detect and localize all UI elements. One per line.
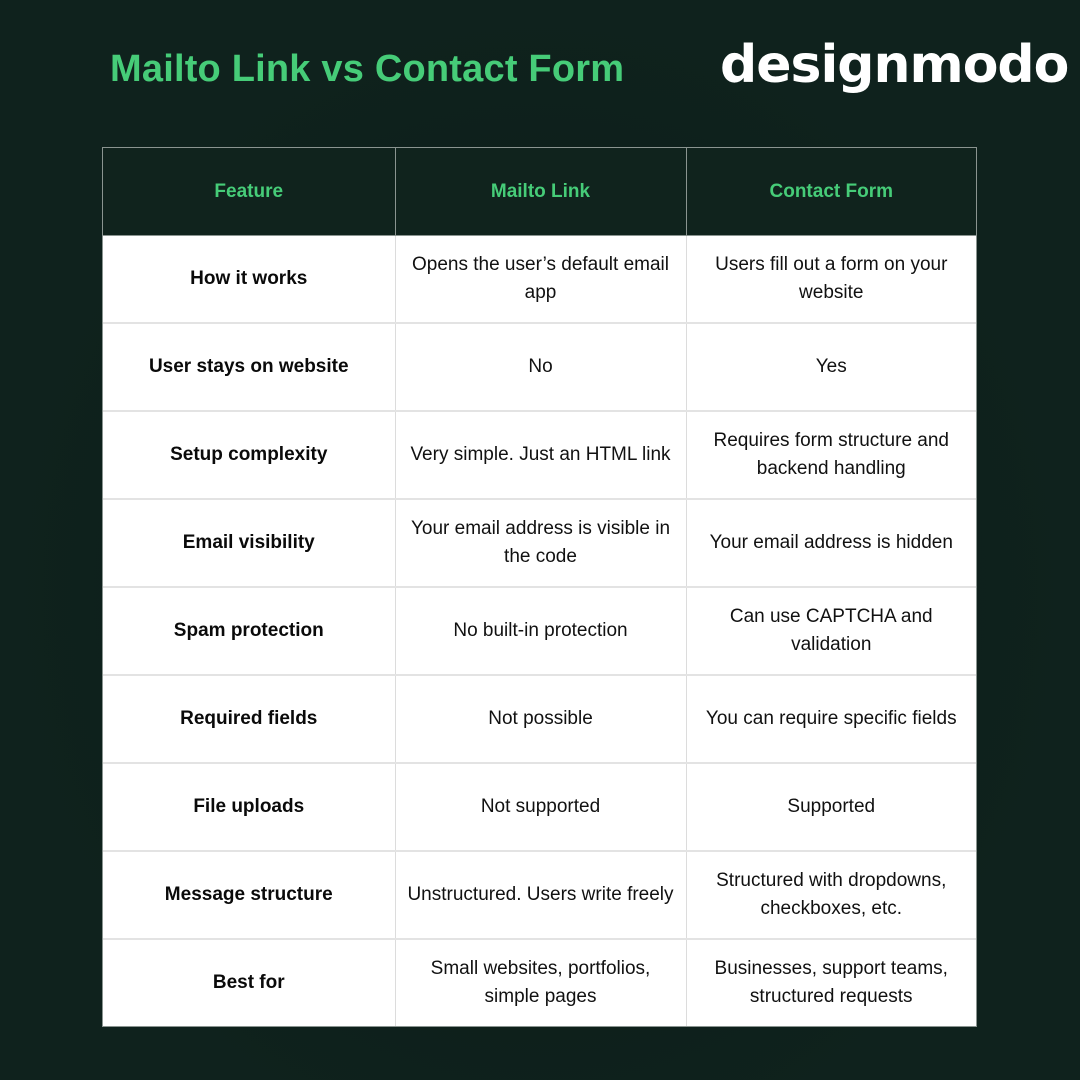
table-row: File uploads Not supported Supported (103, 763, 976, 852)
mailto-cell: Your email address is visible in the cod… (395, 499, 687, 588)
contact-form-cell: Supported (686, 763, 976, 852)
contact-form-cell: Can use CAPTCHA and validation (686, 587, 976, 676)
table-row: User stays on website No Yes (103, 323, 976, 412)
feature-cell: Best for (103, 939, 396, 1026)
comparison-table: Feature Mailto Link Contact Form How it … (102, 147, 977, 1027)
feature-cell: Message structure (103, 851, 396, 940)
table-row: Best for Small websites, portfolios, sim… (103, 939, 976, 1026)
table-row: Spam protection No built-in protection C… (103, 587, 976, 676)
column-header-feature: Feature (103, 148, 396, 236)
mailto-cell: Small websites, portfolios, simple pages (395, 939, 687, 1026)
mailto-cell: No built-in protection (395, 587, 687, 676)
mailto-cell: Opens the user’s default email app (395, 235, 687, 324)
feature-cell: User stays on website (103, 323, 396, 412)
table-header-row: Feature Mailto Link Contact Form (103, 148, 976, 236)
contact-form-cell: Yes (686, 323, 976, 412)
table-row: Message structure Unstructured. Users wr… (103, 851, 976, 940)
column-header-contact-form: Contact Form (686, 148, 976, 236)
table-row: Email visibility Your email address is v… (103, 499, 976, 588)
contact-form-cell: Your email address is hidden (686, 499, 976, 588)
designmodo-logo: designmodo (720, 35, 1069, 95)
table-row: Setup complexity Very simple. Just an HT… (103, 411, 976, 500)
feature-cell: Setup complexity (103, 411, 396, 500)
mailto-cell: Unstructured. Users write freely (395, 851, 687, 940)
contact-form-cell: Structured with dropdowns, checkboxes, e… (686, 851, 976, 940)
feature-cell: File uploads (103, 763, 396, 852)
table-row: Required fields Not possible You can req… (103, 675, 976, 764)
contact-form-cell: You can require specific fields (686, 675, 976, 764)
mailto-cell: Not possible (395, 675, 687, 764)
feature-cell: How it works (103, 235, 396, 324)
feature-cell: Required fields (103, 675, 396, 764)
column-header-mailto-link: Mailto Link (395, 148, 687, 236)
mailto-cell: Very simple. Just an HTML link (395, 411, 687, 500)
mailto-cell: No (395, 323, 687, 412)
feature-cell: Spam protection (103, 587, 396, 676)
contact-form-cell: Businesses, support teams, structured re… (686, 939, 976, 1026)
contact-form-cell: Users fill out a form on your website (686, 235, 976, 324)
feature-cell: Email visibility (103, 499, 396, 588)
page-title: Mailto Link vs Contact Form (110, 48, 625, 90)
table-row: How it works Opens the user’s default em… (103, 235, 976, 324)
contact-form-cell: Requires form structure and backend hand… (686, 411, 976, 500)
mailto-cell: Not supported (395, 763, 687, 852)
